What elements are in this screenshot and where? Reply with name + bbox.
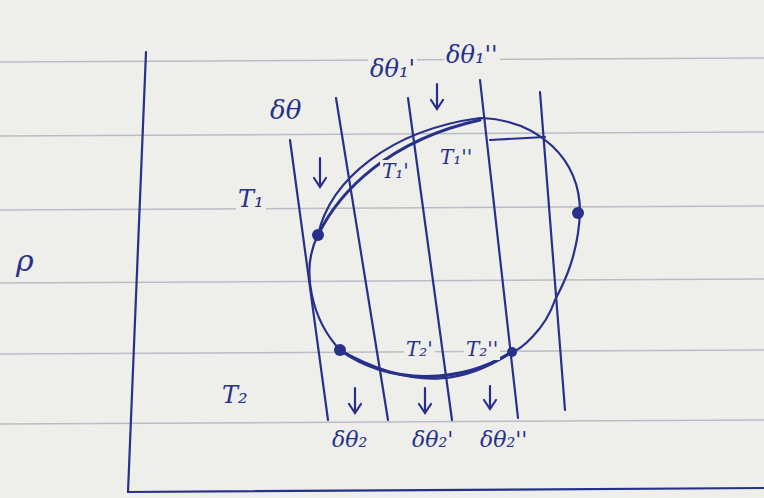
down-arrows (314, 84, 496, 413)
handwritten-label: ρ (14, 245, 36, 277)
handwritten-label: δθ (268, 96, 303, 124)
handwritten-label: δθ₁' (368, 56, 417, 82)
handwritten-label: T₂'' (464, 338, 500, 360)
contact-dots (312, 207, 584, 357)
handwritten-label: T₂ (220, 382, 250, 408)
handwritten-label: T₂' (404, 338, 435, 360)
column-line (540, 92, 565, 410)
axis-line (128, 488, 764, 492)
mark-line (490, 137, 545, 140)
handwritten-label: T₁'' (438, 146, 474, 168)
column-line (336, 98, 388, 420)
handwritten-label: δθ₁'' (444, 42, 500, 68)
body-outline (309, 118, 580, 379)
column-line (480, 80, 518, 418)
handwritten-label: T₁ (236, 186, 266, 212)
ruled-lines (0, 58, 764, 424)
handwritten-label: δθ₂'' (478, 428, 529, 452)
handwritten-label: T₁' (380, 160, 411, 182)
handwritten-label: δθ₂ (330, 428, 369, 452)
handwritten-label: δθ₂' (410, 428, 455, 452)
column-line (290, 140, 328, 420)
axis-line (128, 52, 146, 492)
